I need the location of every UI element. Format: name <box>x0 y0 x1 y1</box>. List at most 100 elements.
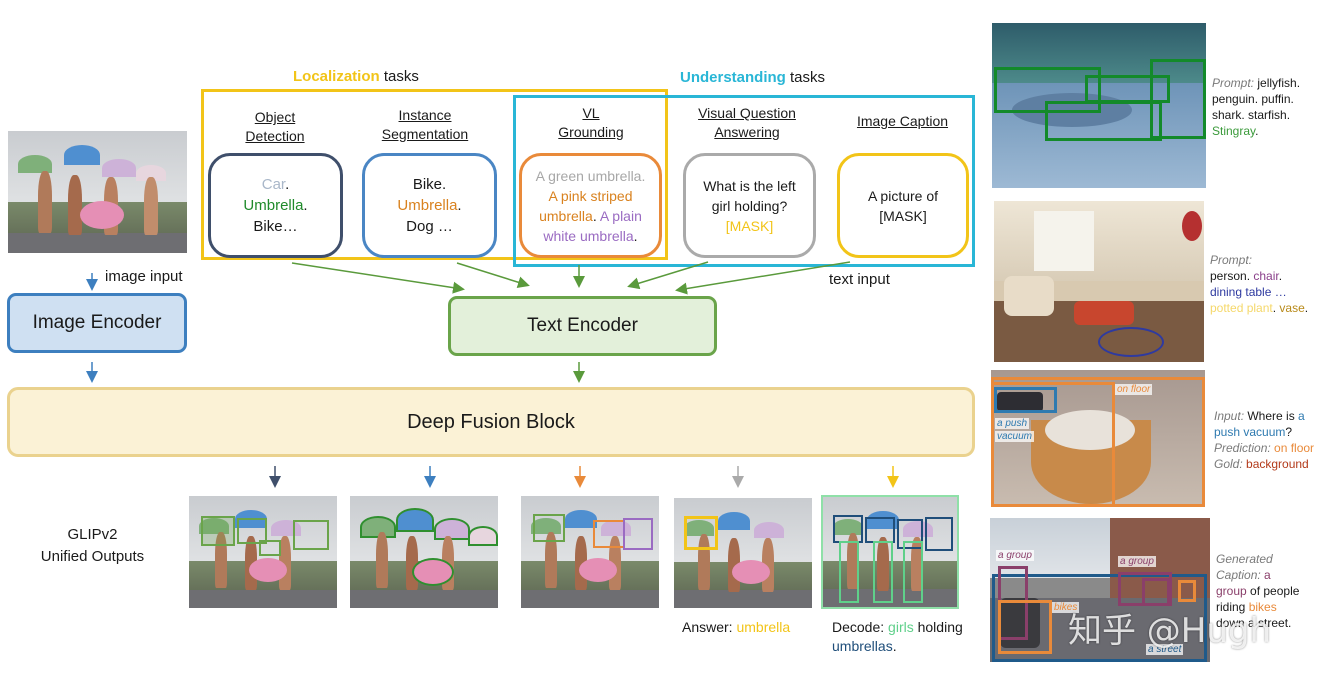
image-encoder-label: Image Encoder <box>32 312 162 333</box>
p2-dining: dining table … <box>1210 285 1287 299</box>
od-bike: Bike… <box>253 218 298 235</box>
glip-line2: Unified Outputs <box>40 548 145 565</box>
task-title-line: VL <box>582 105 600 121</box>
arrow-od-to-text <box>291 262 465 294</box>
text-encoder-block: Text Encoder <box>448 296 717 356</box>
localization-frame <box>201 89 668 260</box>
p1-b: ellyfish. <box>1260 76 1301 90</box>
label-on-floor: on floor <box>1115 384 1153 395</box>
watermark: 知乎 @Hugh <box>1068 611 1272 651</box>
p3-qmark: ? <box>1285 425 1293 439</box>
p4-group: group <box>1216 584 1247 598</box>
od-dot: . <box>285 176 290 193</box>
od-umbrella: Umbrella <box>243 197 304 214</box>
localization-word: Localization <box>293 68 380 85</box>
output-photo-vqa <box>674 498 812 608</box>
answer-value: umbrella <box>736 619 791 635</box>
vlg-plain: A plain <box>599 207 642 224</box>
vqa-box: What is the left girl holding? [MASK] <box>683 153 816 258</box>
output-photo-detection <box>189 496 337 608</box>
p2-dot: . <box>1304 301 1309 315</box>
vlg-dot: . <box>633 227 638 244</box>
p2-dot: . <box>1278 269 1283 283</box>
vlg-white: white umbrella <box>543 227 634 244</box>
task-title-object-detection: Object Detection <box>225 108 325 146</box>
answer-prefix: Answer: <box>682 619 737 635</box>
seg-dot: . <box>457 197 462 214</box>
vlg-pink: A pink striped <box>548 187 633 204</box>
answer-caption: Answer: umbrella <box>682 619 790 635</box>
task-title-line: Grounding <box>558 124 624 140</box>
label-a-group-1: a group <box>996 550 1034 561</box>
task-title-vqa: Visual Question Answering <box>687 104 807 142</box>
p4-caption: Caption: <box>1216 568 1265 582</box>
p4-bikes: bikes <box>1248 600 1277 614</box>
vl-grounding-box: A green umbrella. A pink striped umbrell… <box>519 153 662 258</box>
label-a-street: a street <box>1146 644 1184 655</box>
p3-where: Where is <box>1247 409 1299 423</box>
arrow-vqa-to-text <box>627 261 709 290</box>
living-room-photo <box>994 201 1204 362</box>
cat-basket-photo: on floor a push vacuum <box>991 370 1205 507</box>
p2-prompt: Prompt: <box>1210 253 1253 267</box>
cat-basket-caption: Input: Where is a push vacuum? Predictio… <box>1214 408 1334 472</box>
understanding-frame <box>513 95 975 267</box>
glip-line1: GLIPv2 <box>67 526 118 543</box>
label-push-vacuum-2: vacuum <box>995 431 1035 442</box>
vlg-green: A green umbrella. <box>535 167 646 184</box>
task-title-line: Object <box>254 109 296 125</box>
aquarium-caption: Prompt: jellyfish. penguin. puffin. shar… <box>1212 75 1332 139</box>
p2-potted: potted plant <box>1210 301 1273 315</box>
task-title-line: Segmentation <box>381 126 469 142</box>
cap-line1: A picture of <box>867 187 939 204</box>
localization-header: Localization tasks <box>293 68 419 85</box>
seg-umbrella: Umbrella <box>397 197 458 214</box>
understanding-header: Understanding tasks <box>680 69 825 86</box>
p2-chair: chair <box>1253 269 1279 283</box>
input-photo <box>8 131 187 253</box>
p2-vase: vase <box>1279 301 1305 315</box>
deep-fusion-label: Deep Fusion Block <box>407 410 575 433</box>
task-title-instance-segmentation: Instance Segmentation <box>370 106 480 144</box>
p1-prompt: Prompt: <box>1212 76 1258 90</box>
glip-outputs-label: GLIPv2 Unified Outputs <box>20 524 165 568</box>
task-title-vl-grounding: VL Grounding <box>541 104 641 142</box>
vqa-line1: What is the left <box>703 177 796 194</box>
od-car: Car <box>261 176 286 193</box>
p1-f: . <box>1255 124 1259 138</box>
understanding-word: Understanding <box>680 69 786 86</box>
understanding-suffix: tasks <box>785 69 826 86</box>
p4-riding: riding <box>1216 600 1249 614</box>
arrow-cap-to-text <box>675 261 851 295</box>
label-push-vacuum-1: a push <box>995 418 1030 429</box>
p2-person: person. <box>1210 269 1254 283</box>
vlg-umbrella: umbrella <box>539 207 593 224</box>
seg-bike: Bike. <box>412 176 447 193</box>
p4-generated: Generated <box>1216 552 1273 566</box>
aquarium-photo <box>992 23 1206 188</box>
task-title-line: Image Caption <box>856 113 949 129</box>
output-photo-grounding <box>521 496 659 608</box>
decode-holding: holding <box>913 619 963 635</box>
arrows-layer <box>86 261 899 488</box>
p4-a: a <box>1264 568 1271 582</box>
p1-c: penguin. puffin. <box>1212 92 1294 106</box>
task-title-line: Detection <box>245 128 305 144</box>
street-photo: a group a group bikes a street <box>990 518 1210 662</box>
instance-segmentation-box: Bike. Umbrella. Dog … <box>362 153 497 258</box>
label-bikes: bikes <box>1052 602 1080 613</box>
decode-girls: girls <box>888 619 914 635</box>
label-a-group-2: a group <box>1118 556 1156 567</box>
output-photo-caption <box>821 495 959 609</box>
p3-gold: Gold: <box>1214 457 1247 471</box>
street-caption: Generated Caption: a group of people rid… <box>1216 551 1334 631</box>
text-input-label: text input <box>829 271 890 288</box>
cap-mask: [MASK] <box>879 207 927 224</box>
task-title-line: Answering <box>714 124 780 140</box>
arrow-seg-to-text <box>456 262 530 289</box>
p3-prediction: Prediction: <box>1214 441 1275 455</box>
task-title-line: Instance <box>398 107 452 123</box>
localization-suffix: tasks <box>379 68 419 85</box>
object-detection-box: Car. Umbrella. Bike… <box>208 153 343 258</box>
image-caption-box: A picture of [MASK] <box>837 153 969 258</box>
